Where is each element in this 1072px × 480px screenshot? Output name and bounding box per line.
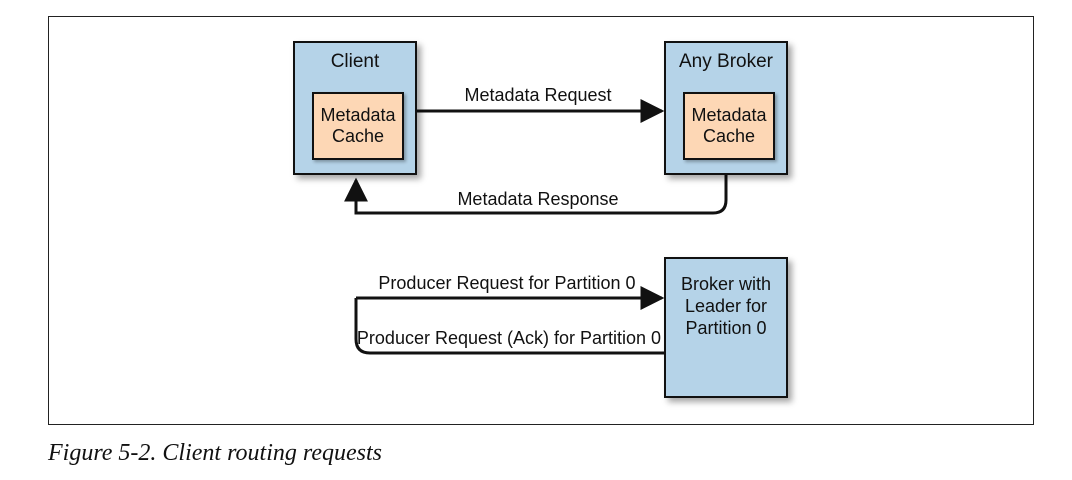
producer-request-label: Producer Request for Partition 0 xyxy=(378,273,635,293)
metadata-response-label: Metadata Response xyxy=(457,189,618,209)
any-broker-node: Any Broker Metadata Cache xyxy=(664,41,788,175)
any-broker-title: Any Broker xyxy=(679,51,773,72)
client-cache-label: Metadata Cache xyxy=(320,105,396,146)
any-broker-metadata-cache: Metadata Cache xyxy=(683,92,775,160)
leader-broker-node: Broker with Leader for Partition 0 xyxy=(664,257,788,398)
leader-broker-title: Broker with Leader for Partition 0 xyxy=(680,274,772,338)
any-broker-cache-label: Metadata Cache xyxy=(691,105,767,146)
client-metadata-cache: Metadata Cache xyxy=(312,92,404,160)
client-title: Client xyxy=(330,51,380,72)
diagram-frame xyxy=(48,16,1034,425)
metadata-response-arrow xyxy=(344,175,728,215)
producer-ack-line xyxy=(354,298,664,355)
metadata-request-label: Metadata Request xyxy=(464,85,611,105)
figure-caption: Figure 5-2. Client routing requests xyxy=(48,440,382,466)
producer-ack-label: Producer Request (Ack) for Partition 0 xyxy=(357,328,661,348)
client-node: Client Metadata Cache xyxy=(293,41,417,175)
